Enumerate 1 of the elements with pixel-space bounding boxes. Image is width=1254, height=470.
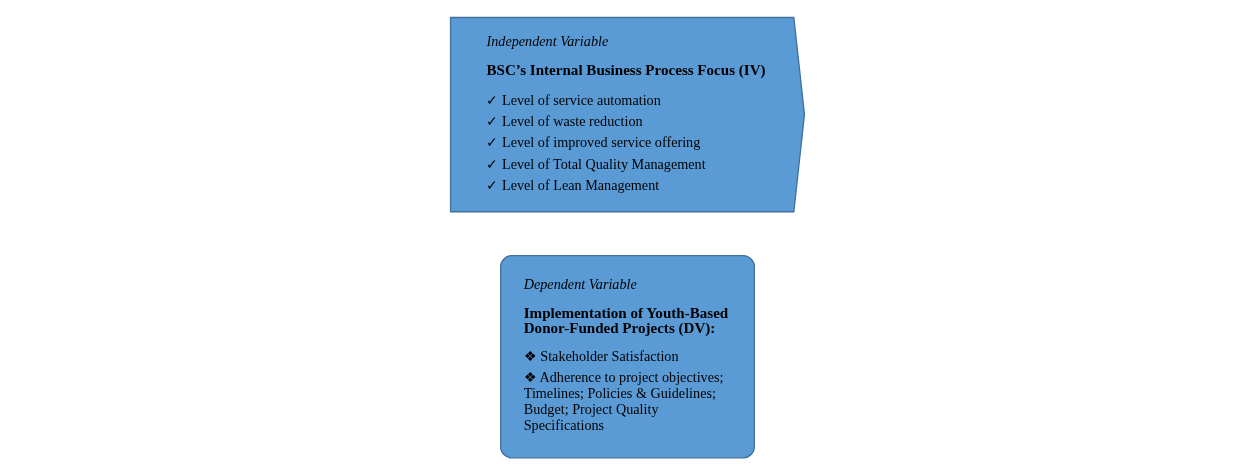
node-box: Dependent Variable Implementation of Youth-Based Donor-Funded Projects (DV): ❖ Stakeholder Satisfaction ❖ Adherence to project objectives; Timelines; Policies & Guidelines; Budget; Project Quality Specifications xyxy=(499,254,755,459)
